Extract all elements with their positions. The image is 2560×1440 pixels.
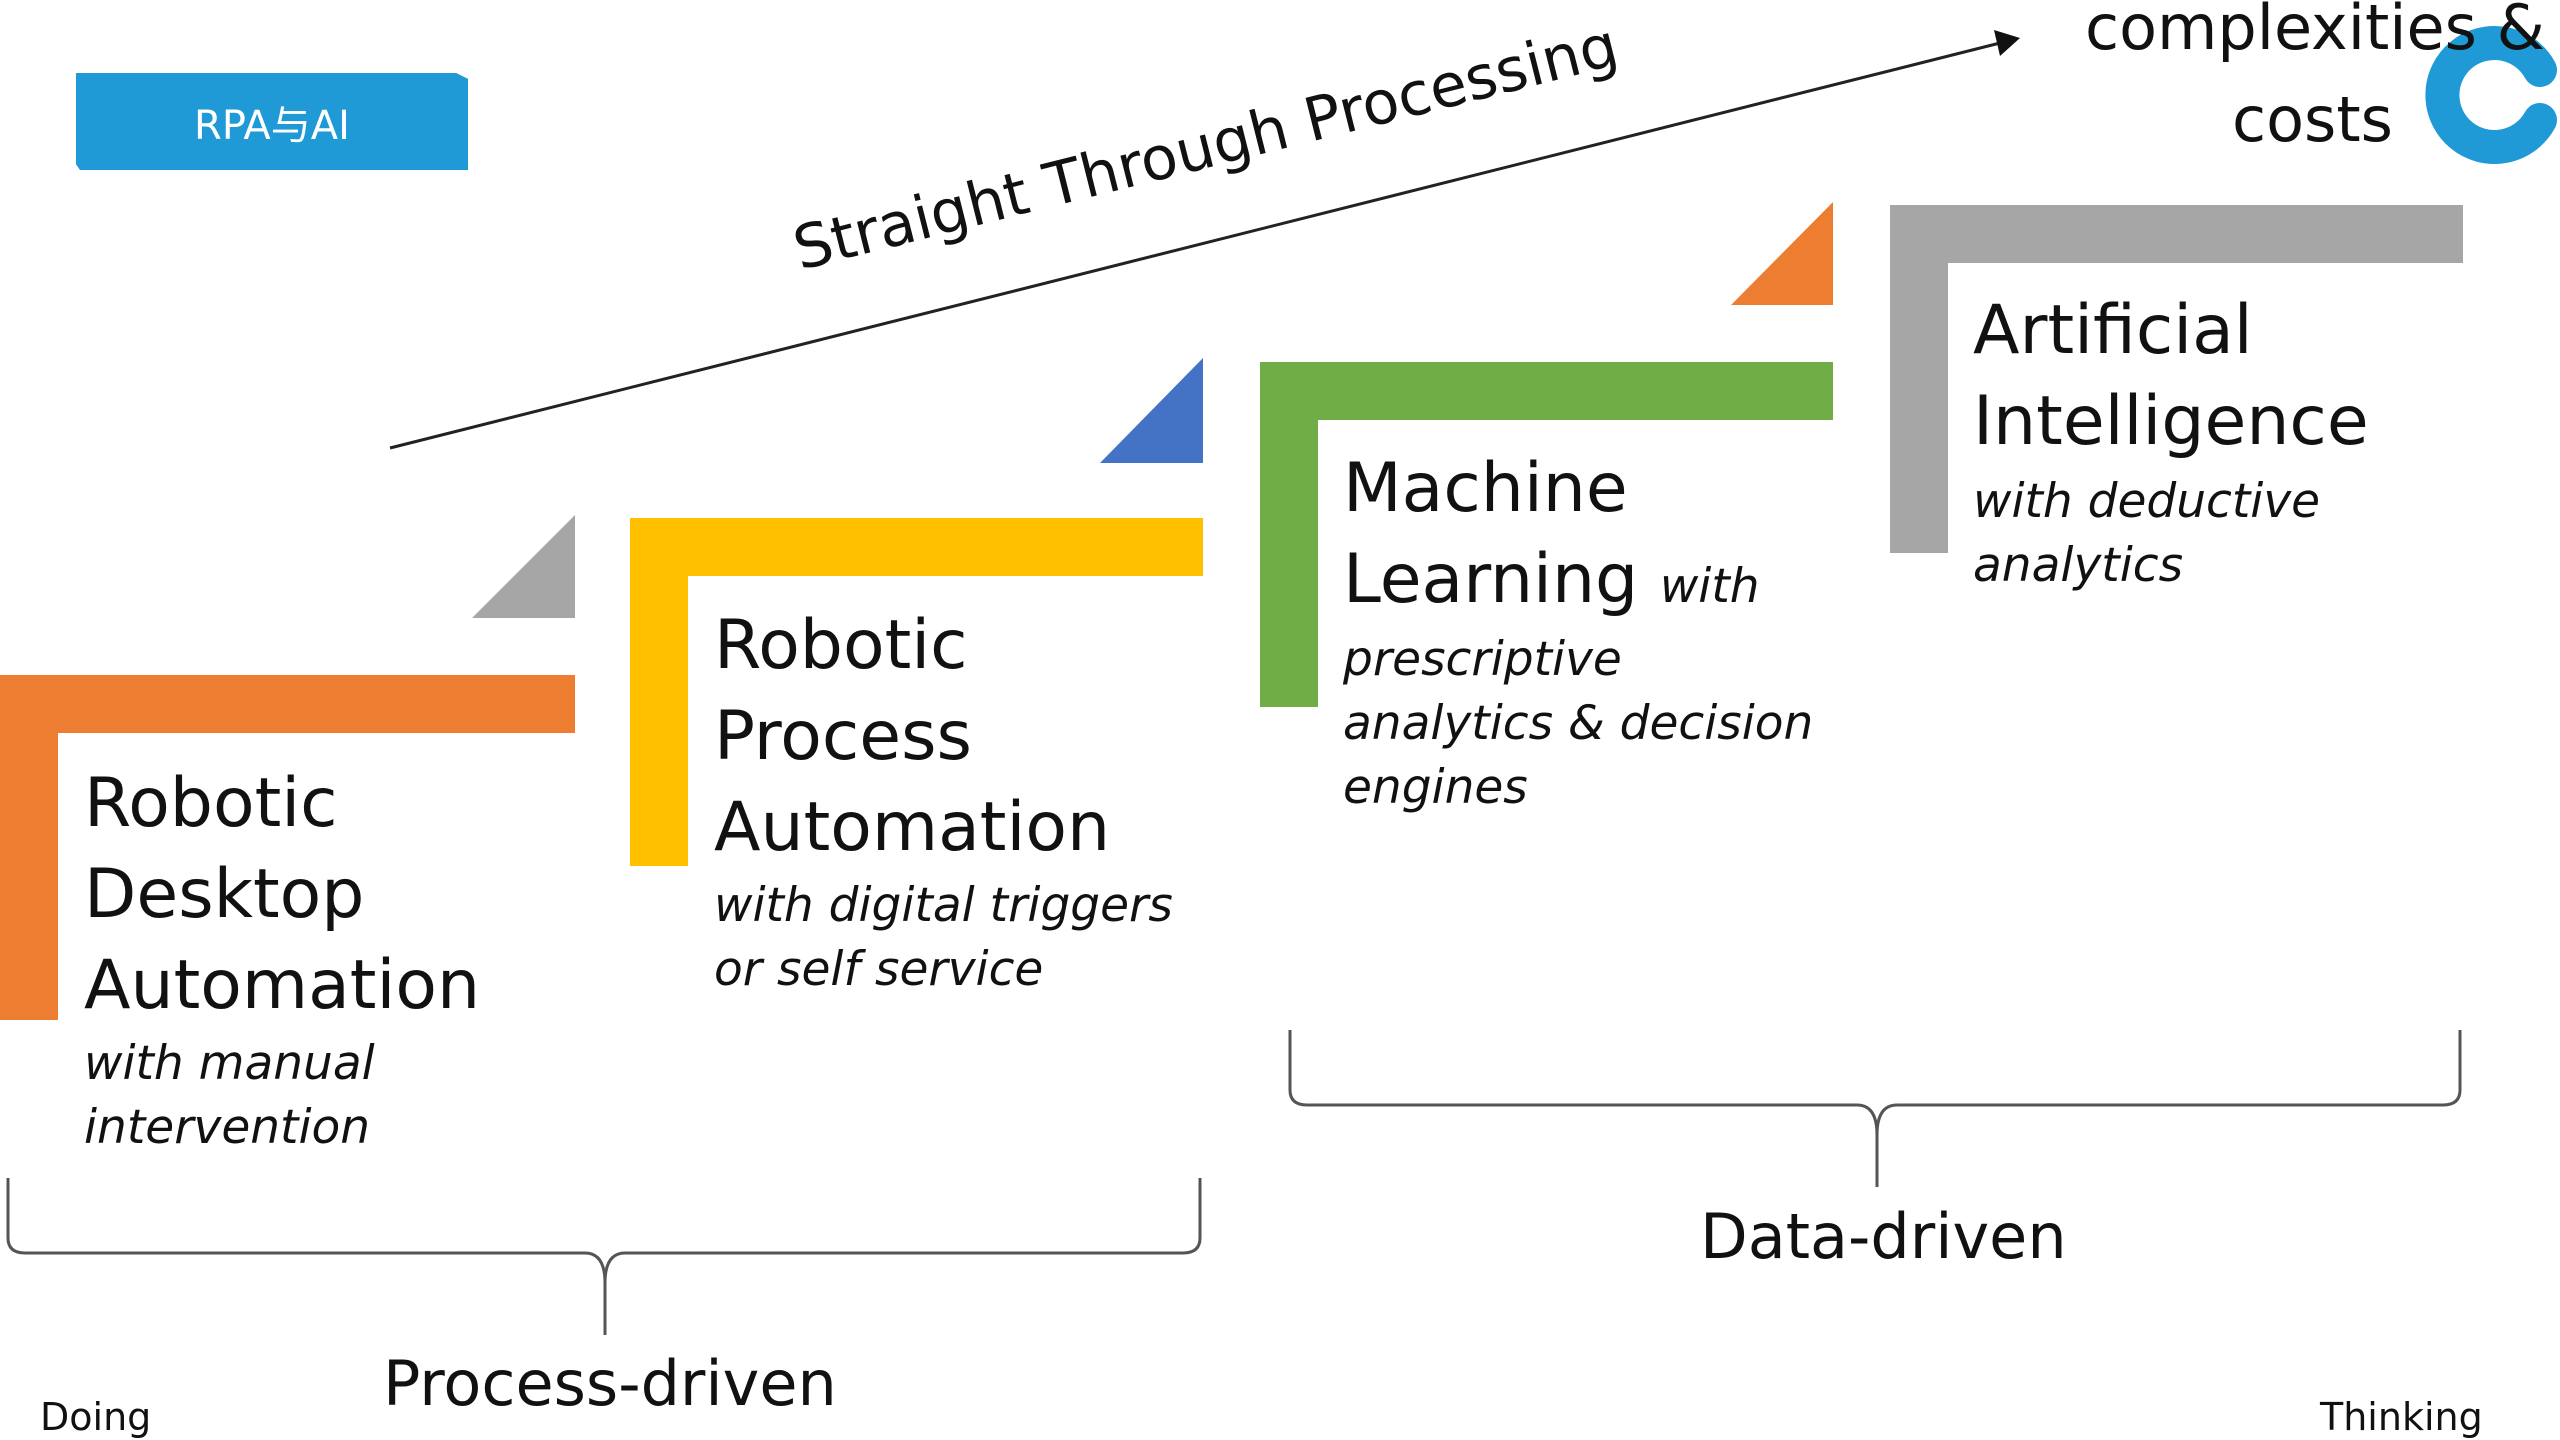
step3-bar-side — [1260, 362, 1318, 707]
step4-bar-top — [1890, 205, 2463, 263]
step4-subtitle-1: with deductive — [1973, 474, 2321, 529]
rpa-ai-badge: RPA与AI — [76, 73, 468, 170]
step4-title-1: Artificial — [1973, 291, 2253, 370]
step2-subtitle-2: or self service — [714, 942, 1044, 997]
process-brace — [6, 1178, 1202, 1335]
triangle-orange — [1731, 202, 1833, 305]
step2-title-3: Automation — [714, 788, 1111, 867]
step2-title-2: Process — [714, 697, 972, 776]
corner-label-line1: complexities & — [2085, 0, 2546, 64]
step3-subtitle-3: engines — [1343, 760, 1528, 815]
axis-right-label: Thinking — [2320, 1395, 2483, 1439]
process-driven-label: Process-driven — [383, 1347, 837, 1420]
corner-label-line2: costs — [2232, 83, 2393, 156]
step3-title-2-text: Learning — [1343, 540, 1639, 619]
triangle-gray — [472, 515, 575, 618]
step2-subtitle-1: with digital triggers — [714, 878, 1173, 933]
progress-arrow-line — [389, 41, 2001, 450]
step3-inline-subtitle: with — [1659, 559, 1760, 614]
step1-bar-side — [0, 675, 58, 1020]
step3-subtitle-1: prescriptive — [1343, 632, 1622, 687]
step3-title-2: Learning with — [1343, 534, 1760, 632]
step4-subtitle-2: analytics — [1973, 538, 2184, 593]
step3-title-1: Machine — [1343, 449, 1628, 528]
step1-title-2: Desktop — [84, 855, 365, 934]
c-logo-icon — [2425, 26, 2557, 164]
step2-bar-side — [630, 518, 688, 866]
progress-arrow-head — [1994, 30, 2020, 56]
step2-title-1: Robotic — [714, 606, 968, 685]
step3-bar-top — [1260, 362, 1833, 420]
step3-subtitle-2: analytics & decision — [1343, 696, 1814, 751]
step4-bar-side — [1890, 205, 1948, 553]
data-driven-label: Data-driven — [1700, 1200, 2067, 1273]
axis-left-label: Doing — [40, 1395, 152, 1439]
step1-title-3: Automation — [84, 946, 481, 1025]
triangle-blue — [1100, 358, 1203, 463]
step2-bar-top — [630, 518, 1203, 576]
step1-bar-top — [0, 675, 575, 733]
step1-subtitle-2: intervention — [84, 1100, 371, 1155]
step1-title-1: Robotic — [84, 764, 338, 843]
step4-title-2: Intelligence — [1973, 382, 2369, 461]
data-brace — [1288, 1030, 2462, 1187]
step1-subtitle-1: with manual — [84, 1036, 375, 1091]
